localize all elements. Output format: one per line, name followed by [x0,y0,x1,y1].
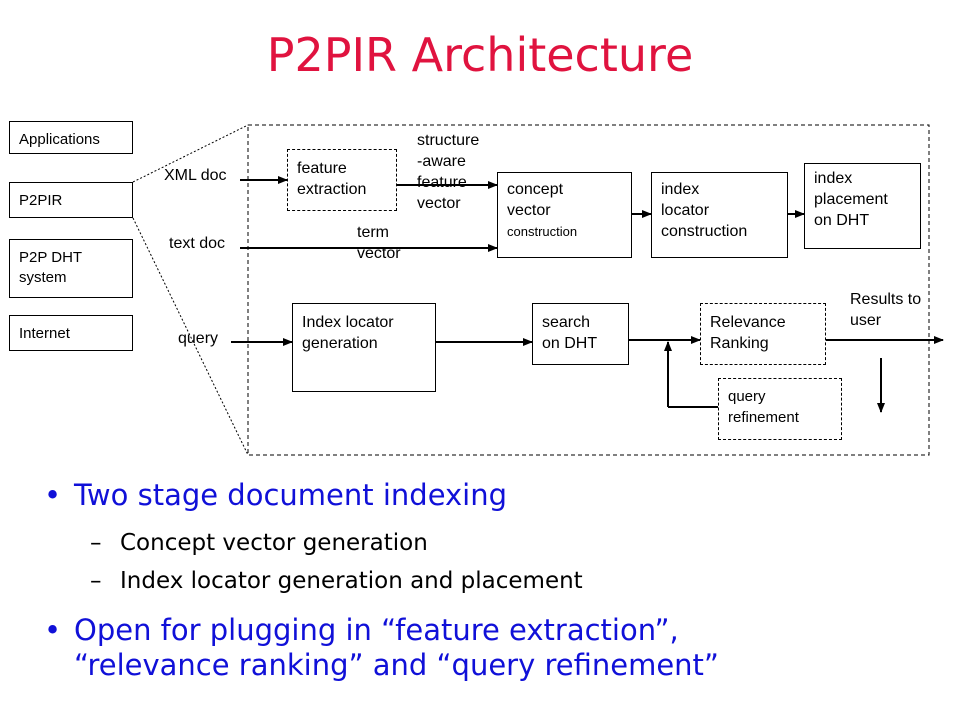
bullet-1-text: Two stage document indexing [74,478,508,512]
results-line1: Results to [850,291,922,308]
index-locator-gen-line2: generation [302,335,378,352]
sub-dash: – [90,530,102,556]
concept-vector-line3: construction [507,224,578,239]
index-placement-line3: on DHT [814,212,870,229]
search-dht-line2: on DHT [542,335,598,352]
search-dht-line1: search [542,314,591,331]
query-refinement-line1: query [728,388,766,405]
layer-p2p-dht: P2P DHT system [9,239,133,298]
sub-dash: – [90,568,102,594]
layer-applications: Applications [9,121,133,154]
relevance-line2: Ranking [710,335,769,352]
relevance-line1: Relevance [710,314,786,331]
index-placement-line2: placement [814,191,888,208]
bullet-1: • Two stage document indexing [44,478,507,512]
bullet-1-sub-1-text: Concept vector generation [120,530,428,556]
bullet-2-cont: “relevance ranking” and “query refinemen… [74,648,719,682]
feature-extraction-line2: extraction [297,181,367,198]
structure-aware-line2: -aware [417,153,466,170]
structure-aware-line3: feature [417,174,467,191]
term-vector-line2: vector [357,245,401,262]
bullet-1-sub-1: –Concept vector generation [90,530,428,556]
layer-p2pir: P2PIR [9,182,133,218]
bullet-1-sub-2: –Index locator generation and placement [90,568,583,594]
index-locator-line3: construction [661,223,748,240]
feature-extraction-line1: feature [297,160,347,177]
bullet-dot: • [44,613,62,647]
index-locator-line1: index [661,181,700,198]
index-locator-gen-line1: Index locator [302,314,394,331]
index-locator-generation-box: Index locator generation [292,303,436,392]
concept-vector-line1: concept [507,181,564,198]
bullet-dot: • [44,478,62,512]
index-locator-line2: locator [661,202,710,219]
index-placement-box: index placement on DHT [804,163,921,249]
concept-vector-line2: vector [507,202,551,219]
bullet-2-text-line2: “relevance ranking” and “query refinemen… [74,648,719,682]
structure-aware-line4: vector [417,195,461,212]
term-vector-label: term vector [357,222,401,264]
p2pir-container [247,124,930,456]
term-vector-line1: term [357,224,389,241]
search-dht-box: search on DHT [532,303,629,365]
relevance-ranking-box: Relevance Ranking [700,303,826,365]
index-placement-line1: index [814,170,853,187]
bullet-2: • Open for plugging in “feature extractio… [44,613,679,647]
layer-p2p-dht-line1: P2P DHT [19,249,83,266]
index-locator-construction-box: index locator construction [651,172,788,258]
query-label: query [178,330,219,347]
bullet-1-sub-2-text: Index locator generation and placement [120,568,583,594]
query-refinement-line2: refinement [728,409,799,426]
bullet-2-text-line1: Open for plugging in “feature extraction… [74,613,679,647]
structure-aware-label: structure -aware feature vector [417,130,479,214]
results-line2: user [850,312,882,329]
layer-internet: Internet [9,315,133,351]
results-to-user-label: Results to user [850,289,921,331]
text-doc-label: text doc [169,235,226,252]
layer-p2p-dht-line2: system [19,269,67,286]
feature-extraction-box: feature extraction [287,149,397,211]
xml-doc-label: XML doc [164,167,227,184]
query-refinement-box: query refinement [718,378,842,440]
structure-aware-line1: structure [417,132,480,149]
concept-vector-box: concept vector construction [497,172,632,258]
page-title: P2PIR Architecture [266,28,694,82]
